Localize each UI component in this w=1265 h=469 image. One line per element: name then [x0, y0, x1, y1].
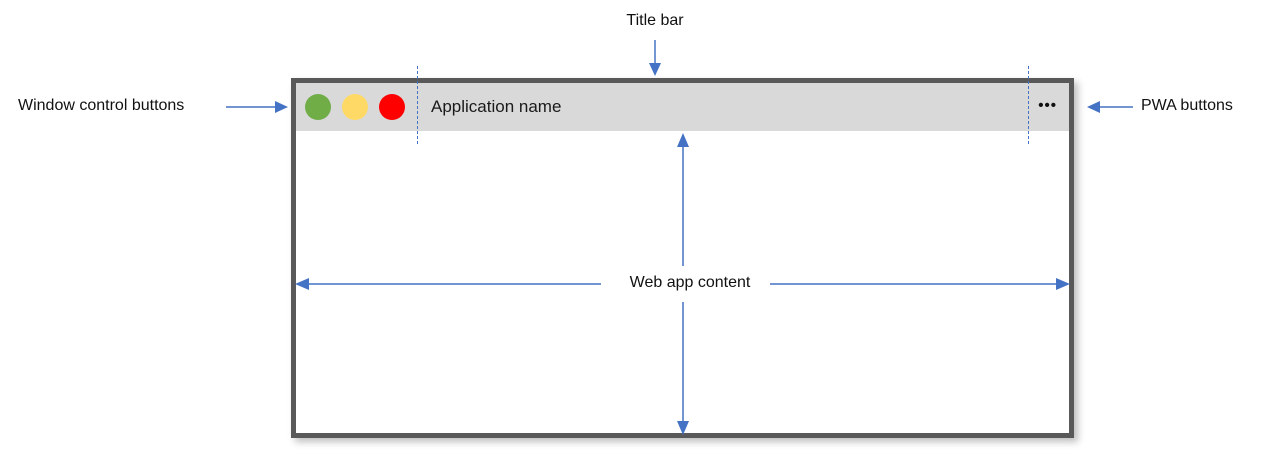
window-control-buttons-arrow	[226, 101, 288, 113]
pwa-window: Application name •••	[291, 78, 1074, 438]
web-app-content-annotation-label: Web app content	[629, 274, 751, 291]
pwa-buttons-arrow	[1087, 101, 1133, 113]
window-control-button-yellow[interactable]	[342, 94, 368, 120]
dashed-separator-right	[1028, 66, 1029, 144]
window-control-buttons-annotation-label: Window control buttons	[18, 97, 185, 114]
dashed-separator-left	[417, 66, 418, 144]
title-bar-arrow	[649, 40, 661, 76]
application-name: Application name	[431, 97, 562, 116]
window-control-button-red[interactable]	[379, 94, 405, 120]
pwa-menu-ellipsis-icon[interactable]: •••	[1038, 96, 1057, 114]
window-control-button-green[interactable]	[305, 94, 331, 120]
title-bar[interactable]: Application name •••	[296, 83, 1069, 131]
title-bar-annotation-label: Title bar	[626, 12, 684, 29]
pwa-buttons-annotation-label: PWA buttons	[1141, 97, 1233, 114]
